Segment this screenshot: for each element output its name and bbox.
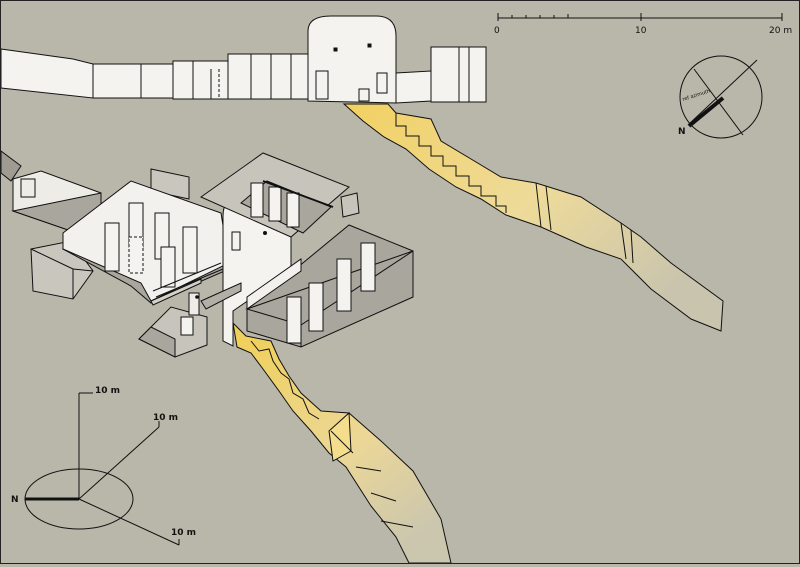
axis-z-label: 10 m <box>95 386 120 396</box>
rear-chamber <box>199 152 360 238</box>
burial-pillar-3 <box>336 258 352 312</box>
pillar-1 <box>104 222 120 272</box>
shaft-niche <box>376 72 388 94</box>
corridor-segment-2 <box>172 60 229 100</box>
entrance-ramp <box>0 48 94 99</box>
shaft-chamber-section <box>307 15 397 104</box>
hall-stair <box>150 278 202 306</box>
burial-pillar-2 <box>308 282 324 332</box>
front-annex <box>138 292 208 358</box>
burial-chamber <box>245 224 414 348</box>
compass-rose: ref azimuth N <box>678 55 763 139</box>
upper-descending-corridor <box>342 103 724 332</box>
central-floor-strip <box>200 282 242 310</box>
compass-north-needle <box>687 96 725 128</box>
scale-tick-20: 20 m <box>769 26 792 36</box>
rear-pillar-1 <box>250 182 264 218</box>
scale-bar <box>497 13 783 21</box>
rear-pillar-3 <box>286 192 300 228</box>
elevation-section <box>0 15 487 104</box>
scale-tick-0: 0 <box>494 26 500 36</box>
lower-descending-corridor <box>232 321 452 564</box>
rear-pillar-2 <box>268 186 282 222</box>
axes-indicator <box>24 392 180 546</box>
axis-x-label: 10 m <box>171 528 196 538</box>
rear-side-box <box>340 192 360 218</box>
far-left-chamber <box>0 150 22 182</box>
burial-chamber-wall <box>246 258 302 310</box>
pillar-5-dashed <box>128 236 144 274</box>
annex-door <box>180 316 194 336</box>
pillar-6 <box>160 246 176 288</box>
corridor-segment-3 <box>227 53 309 100</box>
compass-north-label: N <box>678 127 686 137</box>
axis-y-label: 10 m <box>153 413 178 423</box>
corridor-segment-1 <box>92 63 174 99</box>
upper-corridor-floor <box>342 103 724 332</box>
pillar-4 <box>182 226 198 274</box>
scale-tick-10: 10 <box>635 26 647 36</box>
shaft-opening <box>315 70 329 100</box>
burial-pillar-4 <box>360 242 376 292</box>
shaft-floor-block <box>358 88 370 102</box>
corridor-segment-4 <box>395 70 432 104</box>
burial-pillar-1 <box>286 296 302 344</box>
left-chambers <box>0 150 190 300</box>
axes-north-label: N <box>11 495 19 505</box>
compass-tiny-label: ref azimuth <box>682 88 711 103</box>
pillared-hall <box>61 180 244 306</box>
